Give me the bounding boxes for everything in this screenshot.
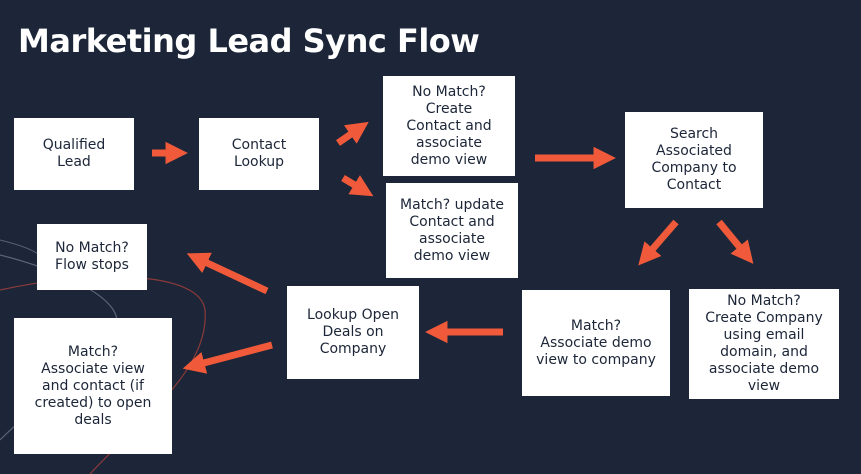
- node-match-associate-company: Match? Associate demo view to company: [522, 290, 670, 396]
- node-contact-lookup: Contact Lookup: [199, 118, 319, 190]
- decor-curve-small: [0, 239, 41, 257]
- node-no-match-create-contact: No Match? Create Contact and associate d…: [383, 76, 515, 176]
- page-title: Marketing Lead Sync Flow: [18, 22, 480, 60]
- node-match-associate-deals: Match? Associate view and contact (if cr…: [14, 318, 172, 454]
- node-match-update-contact: Match? update Contact and associate demo…: [386, 183, 518, 278]
- node-search-company: Search Associated Company to Contact: [625, 112, 763, 208]
- node-lookup-open-deals: Lookup Open Deals on Company: [287, 286, 419, 379]
- node-no-match-create-company: No Match? Create Company using email dom…: [689, 289, 839, 399]
- node-no-match-flow-stops: No Match? Flow stops: [37, 224, 147, 290]
- node-qualified-lead: Qualified Lead: [14, 118, 134, 190]
